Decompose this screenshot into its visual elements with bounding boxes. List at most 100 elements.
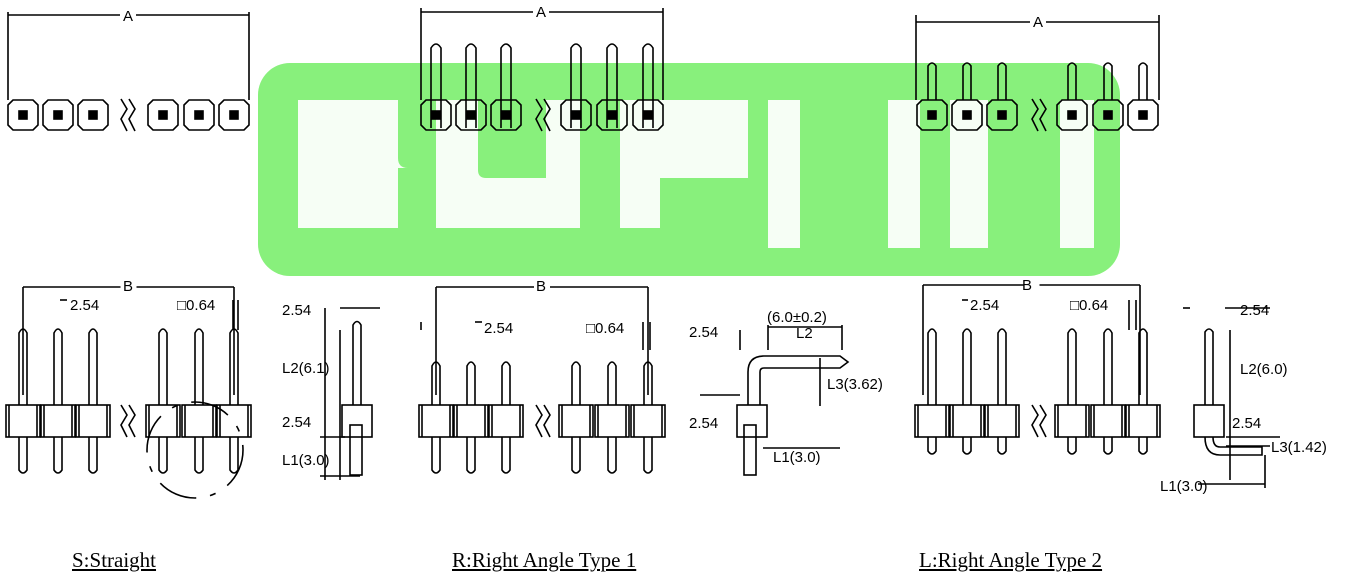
pad-outline [7, 99, 39, 131]
pin-upper [997, 328, 1007, 405]
pin-lower [501, 437, 511, 474]
pin-lower [229, 437, 239, 474]
straight-pitch: 2.54 [70, 297, 99, 314]
pin-upper [1138, 328, 1148, 405]
bent-pin [962, 62, 972, 100]
pad-outline [42, 99, 74, 131]
pin-lower [431, 437, 441, 474]
ra1-dim-b: B [536, 278, 546, 295]
side-body [736, 404, 768, 438]
insulator-body [5, 404, 41, 438]
watermark-letter [950, 100, 988, 248]
ra1-l2-range: (6.0±0.2) [767, 309, 827, 326]
straight-l2: L2(6.1) [282, 360, 330, 377]
ra2-l2: L2(6.0) [1240, 361, 1288, 378]
bent-pin [430, 43, 442, 128]
straight-pin-size: □0.64 [177, 297, 215, 314]
break-symbol [128, 404, 136, 438]
break-symbol [1039, 404, 1047, 438]
pad-outline [1056, 99, 1088, 131]
pad-outline [490, 99, 522, 131]
bent-pin-side [747, 355, 850, 405]
caption-right-angle-1: R:Right Angle Type 1 [452, 548, 637, 572]
pin-lower [927, 437, 937, 455]
bent-pin [1067, 62, 1077, 100]
ra1-pin-size: □0.64 [586, 320, 624, 337]
bent-pin [500, 43, 512, 128]
ra2-side-body: 2.54 [1232, 415, 1261, 432]
bent-pin [465, 43, 477, 128]
pin-square [1067, 110, 1077, 120]
side-pin-upper [352, 320, 362, 405]
pin-lower [607, 437, 617, 474]
straight-dim-b: B [123, 278, 133, 295]
side-body [341, 404, 373, 438]
pin-square [18, 110, 28, 120]
insulator-body [216, 404, 252, 438]
pin-lower [571, 437, 581, 474]
bent-pin [642, 43, 654, 128]
ra1-l1: L1(3.0) [773, 449, 821, 466]
caption-straight: S:Straight [72, 548, 157, 572]
straight-l1: L1(3.0) [282, 452, 330, 469]
pin-upper [1103, 328, 1113, 405]
pad-outline [986, 99, 1018, 131]
watermark-letter [436, 100, 580, 228]
pin-square [194, 110, 204, 120]
pin-upper [607, 361, 617, 405]
break-symbol [1039, 98, 1047, 132]
insulator-body [1054, 404, 1090, 438]
pin-square [501, 110, 511, 120]
side-pin-lower [743, 424, 757, 476]
bent-pin [570, 43, 582, 128]
ra2-side-pitch: 2.54 [1240, 302, 1269, 319]
break-symbol [1031, 98, 1039, 132]
break-symbol [120, 98, 128, 132]
pad-outline [596, 99, 628, 131]
pad-outline [147, 99, 179, 131]
pin-lower [1138, 437, 1148, 455]
pin-square [1138, 110, 1148, 120]
break-symbol [1031, 404, 1039, 438]
straight-side-body: 2.54 [282, 414, 311, 431]
pin-square [431, 110, 441, 120]
pin-upper [88, 328, 98, 405]
pad-outline [916, 99, 948, 131]
ra1-side-pitch: 2.54 [689, 324, 718, 341]
insulator-body [914, 404, 950, 438]
pin-square [962, 110, 972, 120]
pin-lower [643, 437, 653, 474]
bent-pin [997, 62, 1007, 100]
pin-square [158, 110, 168, 120]
pin-upper [158, 328, 168, 405]
watermark-letter [620, 100, 748, 228]
pad-outline [632, 99, 664, 131]
bent-pin [1103, 62, 1113, 100]
ra2-dim-a: A [1033, 14, 1043, 31]
watermark-letter [298, 100, 408, 228]
straight-side-pitch: 2.54 [282, 302, 311, 319]
insulator-body [145, 404, 181, 438]
pin-upper [571, 361, 581, 405]
break-symbol [535, 98, 543, 132]
watermark-letter [1060, 100, 1094, 248]
detail-circle [146, 401, 244, 499]
insulator-body [594, 404, 630, 438]
side-pin-upper [1204, 328, 1214, 405]
ra1-l2: L2 [796, 325, 813, 342]
insulator-body [453, 404, 489, 438]
pad-outline [1092, 99, 1124, 131]
pin-lower [962, 437, 972, 455]
pin-lower [1103, 437, 1113, 455]
pin-lower [194, 437, 204, 474]
ra2-l3: L3(1.42) [1271, 439, 1327, 456]
pin-square [229, 110, 239, 120]
watermark-logo [258, 63, 1120, 276]
pad-outline [455, 99, 487, 131]
insulator-body [418, 404, 454, 438]
ra1-side-body: 2.54 [689, 415, 718, 432]
pin-square [53, 110, 63, 120]
watermark-letter [768, 100, 800, 248]
bent-pin [927, 62, 937, 100]
